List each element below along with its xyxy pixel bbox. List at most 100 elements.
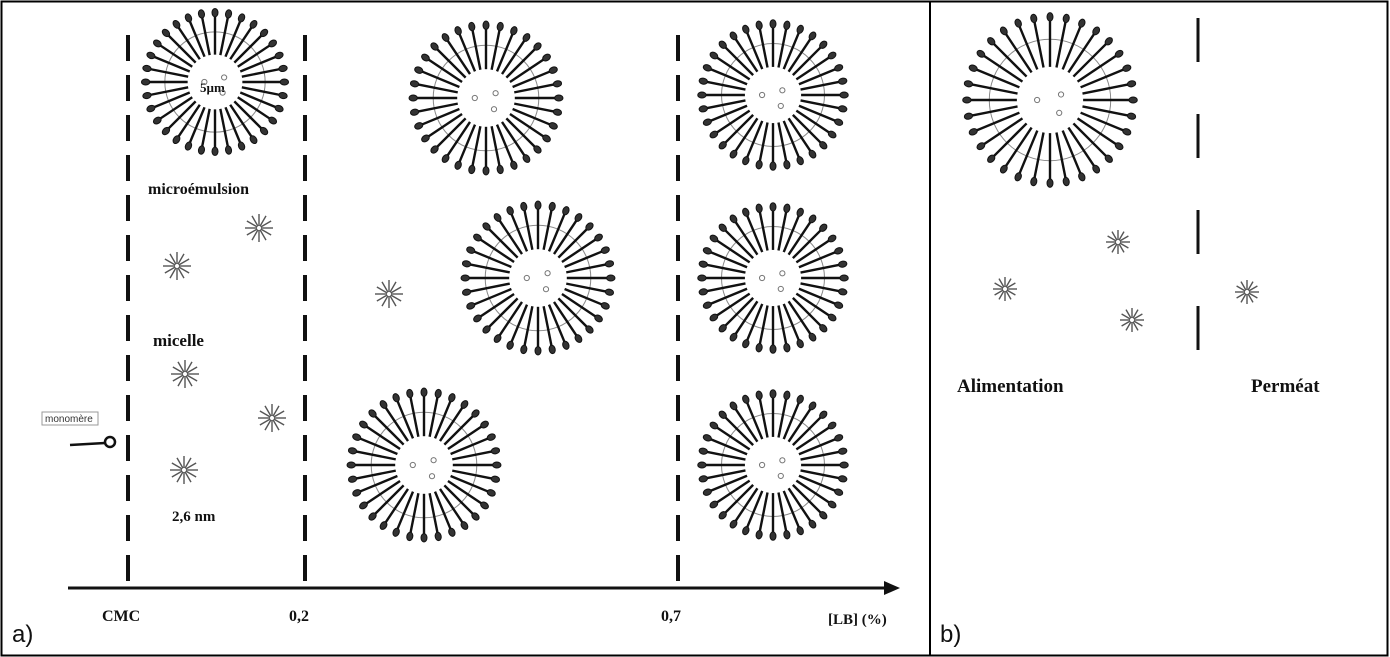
surfactant-head bbox=[520, 201, 528, 212]
micelles-a bbox=[163, 214, 403, 484]
surfactant-tail bbox=[505, 48, 536, 79]
surfactant-tail bbox=[746, 402, 764, 440]
surfactant-tail bbox=[564, 250, 603, 269]
monomer-label: monomère bbox=[45, 414, 93, 425]
surfactant-head bbox=[1104, 154, 1113, 163]
surfactant-tail bbox=[1061, 26, 1082, 70]
surfactant-head bbox=[796, 156, 804, 166]
microemulsion-droplet bbox=[697, 202, 849, 354]
micelle-arm bbox=[178, 266, 190, 274]
surfactant-tail bbox=[706, 99, 746, 110]
surfactant-head bbox=[838, 475, 848, 483]
surfactant-tail bbox=[452, 469, 492, 480]
microemulsion-droplet bbox=[460, 200, 616, 356]
surfactant-tail bbox=[746, 32, 764, 70]
surfactant-head bbox=[392, 527, 400, 537]
surfactant-head bbox=[249, 135, 258, 145]
surfactant-head bbox=[968, 128, 978, 136]
surfactant-head bbox=[698, 105, 708, 113]
solubilised-molecule bbox=[758, 91, 766, 99]
surfactant-tail bbox=[724, 46, 754, 76]
surfactant-tail bbox=[471, 30, 482, 70]
surfactant-head bbox=[430, 145, 439, 154]
surfactant-head bbox=[796, 207, 804, 217]
surfactant-tail bbox=[239, 91, 276, 109]
surfactant-head bbox=[1126, 112, 1137, 120]
surfactant-tail bbox=[1067, 126, 1095, 167]
surfactant-head bbox=[709, 51, 719, 60]
surfactant-tail bbox=[359, 474, 398, 493]
surfactant-head bbox=[406, 388, 414, 399]
surfactant-head bbox=[379, 400, 388, 409]
surfactant-head bbox=[409, 108, 420, 116]
surfactant-tail bbox=[800, 80, 840, 91]
surfactant-tail bbox=[436, 117, 467, 148]
micelle-arm bbox=[259, 229, 267, 241]
surfactant-head bbox=[259, 28, 269, 38]
surfactant-head bbox=[718, 40, 727, 49]
surfactant-head bbox=[441, 33, 450, 42]
surfactant-tail bbox=[374, 415, 405, 446]
surfactant-head bbox=[834, 488, 844, 496]
micelle-arm bbox=[186, 374, 198, 382]
surfactant-head bbox=[278, 91, 288, 100]
surfactant-head bbox=[268, 39, 278, 48]
surfactant-head bbox=[755, 160, 763, 170]
solubilised-molecule bbox=[1034, 96, 1041, 104]
surfactant-head bbox=[237, 13, 246, 23]
surfactant-tail bbox=[418, 102, 458, 113]
surfactant-head bbox=[359, 501, 368, 510]
surfactant-tail bbox=[734, 117, 759, 152]
surfactant-head bbox=[783, 160, 791, 170]
surfactant-head bbox=[600, 246, 610, 254]
surfactant-tail bbox=[547, 213, 566, 252]
micelle-arm bbox=[169, 267, 177, 279]
surfactant-tail bbox=[447, 425, 482, 450]
surfactant-tail bbox=[458, 33, 477, 72]
surfactant-head bbox=[460, 274, 470, 282]
surfactant-tail bbox=[798, 251, 836, 269]
surfactant-head bbox=[533, 145, 542, 154]
surfactant-head bbox=[460, 521, 469, 530]
surfactant-head bbox=[729, 519, 738, 529]
solubilised-molecule bbox=[779, 270, 786, 277]
surfactant-head bbox=[274, 104, 284, 113]
micelle-arm bbox=[177, 361, 185, 373]
micelle-arm bbox=[1132, 309, 1139, 319]
surfactant-tail bbox=[452, 450, 492, 461]
surfactant-head bbox=[783, 343, 791, 353]
surfactant-head bbox=[490, 475, 501, 483]
surfactant-head bbox=[152, 39, 162, 48]
surfactant-head bbox=[742, 339, 750, 349]
surfactant-head bbox=[808, 332, 817, 342]
surfactant-head bbox=[352, 433, 362, 441]
surfactant-tail bbox=[792, 297, 822, 327]
micelle-arm bbox=[164, 266, 176, 274]
surfactant-head bbox=[461, 288, 472, 296]
surfactant-tail bbox=[150, 68, 189, 78]
surfactant-tail bbox=[972, 105, 1018, 117]
micelle-arm bbox=[376, 294, 388, 302]
surfactant-tail bbox=[509, 113, 544, 138]
surfactant-tail bbox=[706, 469, 746, 480]
surfactant-tail bbox=[1033, 22, 1045, 68]
surfactant-head bbox=[172, 135, 181, 145]
surfactant-head bbox=[698, 77, 708, 85]
surfactant-head bbox=[562, 206, 570, 216]
micelle-arm bbox=[171, 462, 183, 470]
surfactant-tail bbox=[710, 251, 748, 269]
surfactant-tail bbox=[706, 263, 746, 274]
surfactant-head bbox=[347, 475, 358, 483]
solubilised-molecule bbox=[544, 270, 551, 277]
surfactant-tail bbox=[566, 282, 606, 293]
surfactant-tail bbox=[356, 469, 396, 480]
surfactant-head bbox=[1122, 128, 1132, 136]
micelle-arm bbox=[381, 295, 389, 307]
surfactant-tail bbox=[983, 117, 1024, 145]
micelle-arm bbox=[169, 253, 177, 265]
surfactant-tail bbox=[787, 300, 812, 335]
surfactant-head bbox=[1062, 13, 1070, 24]
micelle-arm bbox=[998, 290, 1005, 300]
surfactant-tail bbox=[724, 229, 754, 259]
